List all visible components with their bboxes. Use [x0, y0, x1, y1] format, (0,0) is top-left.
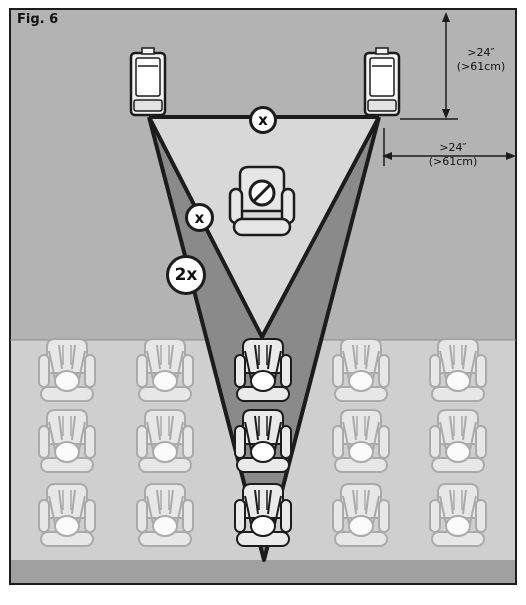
dimension-horizontal	[382, 128, 516, 166]
no-seat-icon	[228, 165, 296, 237]
horizontal-distance-cm: (>61cm)	[428, 155, 478, 168]
audience-seat-icon	[136, 338, 194, 402]
double-distance-badge: 2x	[166, 255, 206, 295]
audience-seat-icon	[136, 409, 194, 473]
audience-seat-icon	[429, 409, 487, 473]
vertical-distance-label: >24″ (>61cm)	[446, 46, 516, 74]
audience-seat-icon	[332, 409, 390, 473]
triangle-x-outline	[147, 116, 381, 339]
top-distance-badge: x	[249, 106, 277, 134]
audience-seat-icon	[234, 483, 292, 547]
horizontal-distance-inches: >24″	[439, 141, 467, 154]
speaker-left-icon	[129, 47, 167, 117]
audience-seat-icon	[234, 409, 292, 473]
horizontal-distance-label: >24″ (>61cm)	[418, 141, 488, 169]
audience-seat-icon	[38, 409, 96, 473]
audience-seat-icon	[234, 338, 292, 402]
audience-seat-icon	[332, 338, 390, 402]
vertical-distance-inches: >24″	[467, 46, 495, 59]
dimension-vertical	[400, 12, 458, 120]
audience-seat-icon	[332, 483, 390, 547]
speaker-right-icon	[363, 47, 401, 117]
audience-seat-icon	[38, 483, 96, 547]
audience-seat-icon	[429, 338, 487, 402]
figure-frame	[9, 8, 517, 585]
audience-seat-icon	[136, 483, 194, 547]
figure-label: Fig. 6	[17, 12, 59, 27]
side-distance-badge: x	[185, 203, 214, 232]
audience-seat-icon	[38, 338, 96, 402]
vertical-distance-cm: (>61cm)	[456, 60, 506, 73]
floor-strip	[10, 560, 516, 584]
audience-seat-icon	[429, 483, 487, 547]
audience-seats-highlighted	[234, 338, 292, 547]
